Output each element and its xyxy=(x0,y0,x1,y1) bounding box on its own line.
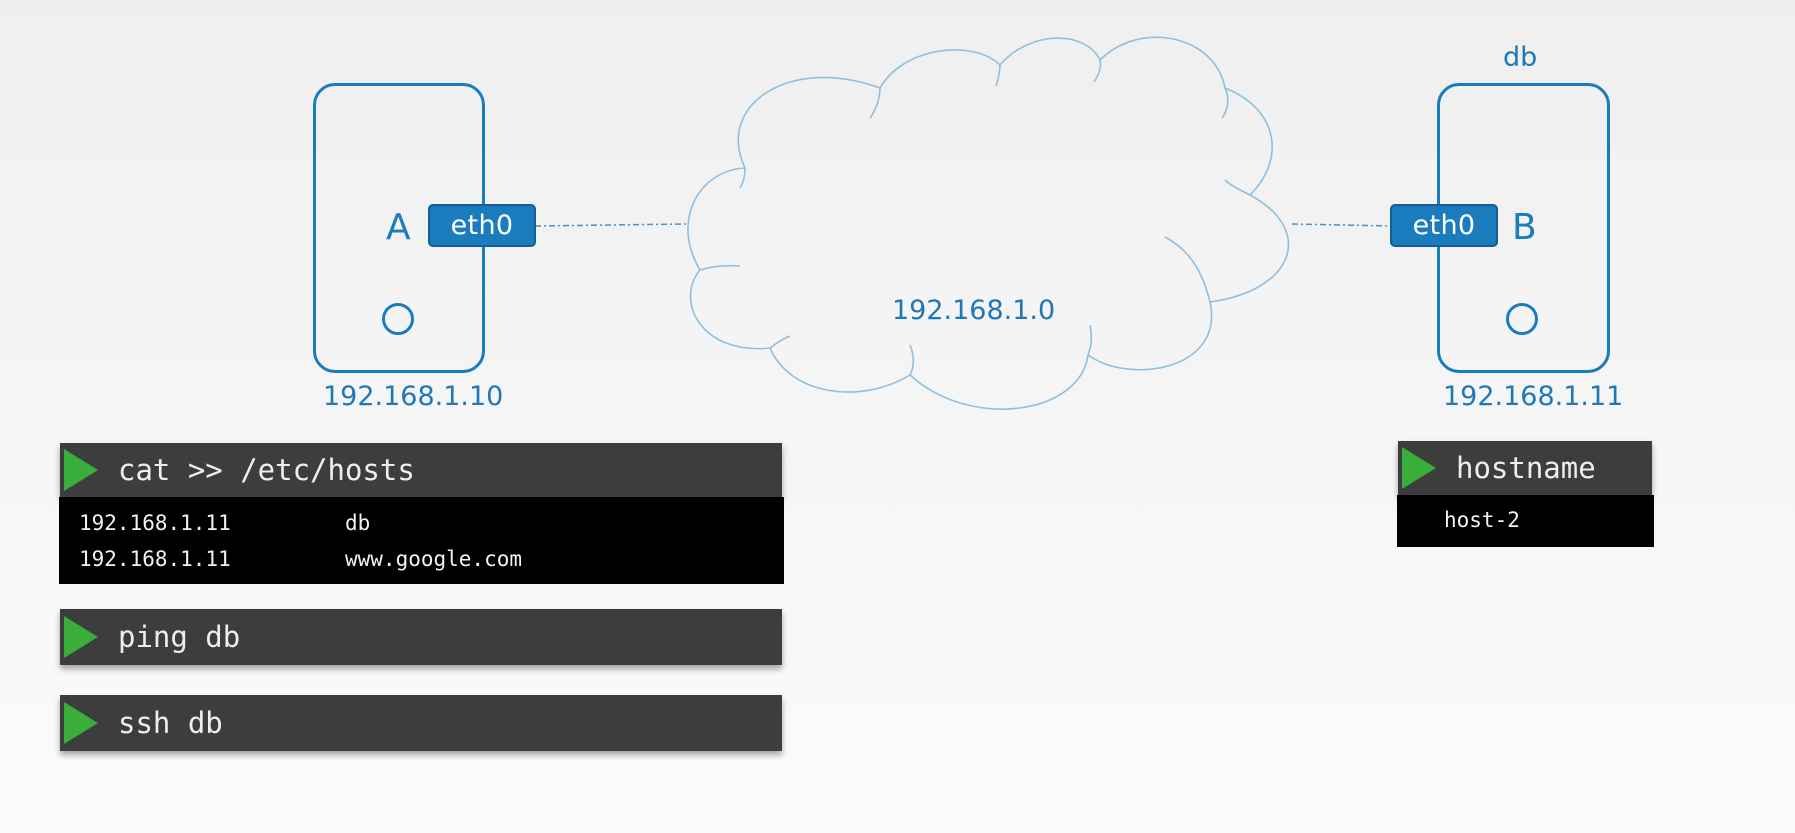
link-a xyxy=(534,223,687,227)
terminal-a-command-1: cat >> /etc/hosts xyxy=(60,443,782,497)
command-text: ping db xyxy=(118,620,241,654)
host-a-ip: 192.168.1.10 xyxy=(323,381,504,412)
hosts-entry-name: www.google.com xyxy=(345,547,523,571)
terminal-b-command: hostname xyxy=(1398,441,1652,495)
link-b xyxy=(1291,223,1393,227)
prompt-play-icon xyxy=(64,702,98,744)
subnet-label: 192.168.1.0 xyxy=(892,295,1056,326)
terminal-a-command-2: ping db xyxy=(60,609,782,665)
hostname-output: host-2 xyxy=(1444,508,1520,532)
command-text: hostname xyxy=(1456,451,1596,485)
terminal-a-output: 192.168.1.11 db 192.168.1.11 www.google.… xyxy=(59,497,784,584)
hosts-entry-ip: 192.168.1.11 xyxy=(79,547,231,571)
host-a-letter: A xyxy=(386,207,411,248)
prompt-play-icon xyxy=(1402,447,1436,489)
host-b-port-icon xyxy=(1506,303,1538,335)
terminal-b-output: host-2 xyxy=(1397,495,1654,547)
host-a-interface: eth0 xyxy=(428,204,536,247)
prompt-play-icon xyxy=(64,616,98,658)
command-text: ssh db xyxy=(118,706,223,740)
host-b-letter: B xyxy=(1512,207,1537,248)
terminal-a-command-3: ssh db xyxy=(60,695,782,751)
hosts-entry-name: db xyxy=(345,511,371,535)
prompt-play-icon xyxy=(64,449,98,491)
host-b-name: db xyxy=(1503,42,1538,73)
network-cloud xyxy=(687,36,1290,410)
host-a-port-icon xyxy=(382,303,414,335)
command-text: cat >> /etc/hosts xyxy=(118,453,415,487)
hosts-entry-ip: 192.168.1.11 xyxy=(79,511,231,535)
host-b-interface: eth0 xyxy=(1390,204,1498,247)
host-b-ip: 192.168.1.11 xyxy=(1443,381,1624,412)
